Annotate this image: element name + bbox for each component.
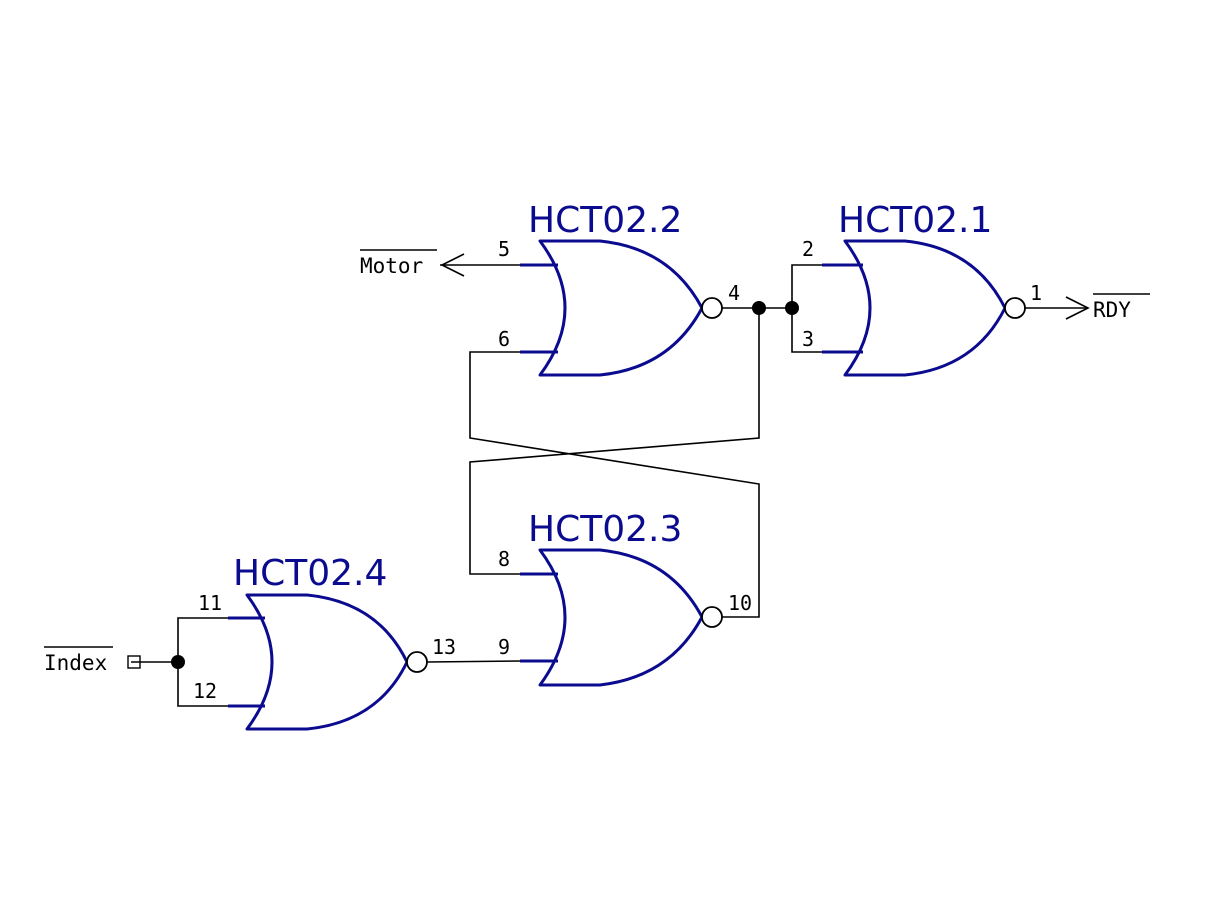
nor-gate-hct02-4: HCT02.4 11 12 13 (193, 553, 456, 731)
nor-gate-hct02-3: HCT02.3 8 9 10 (498, 509, 752, 687)
gate-label: HCT02.4 (233, 553, 387, 594)
net-label-index: Index (44, 651, 107, 675)
nor-gate-body (843, 239, 1007, 377)
feedback-net-4 (469, 264, 822, 575)
rdy-net: RDY (1025, 293, 1150, 322)
pin-number: 5 (498, 237, 510, 261)
junction-dot (752, 301, 766, 315)
wire (469, 308, 760, 575)
pin-number: 11 (198, 591, 222, 615)
pin-number: 4 (728, 281, 740, 305)
nor-gate-body (538, 548, 704, 687)
pin-number: 8 (498, 547, 510, 571)
wire (469, 351, 760, 618)
inversion-bubble (701, 297, 723, 319)
feedback-net-10 (469, 351, 760, 618)
motor-net: Motor (360, 249, 520, 278)
inversion-bubble (406, 651, 428, 673)
pin-number: 10 (728, 591, 752, 615)
junction-dot (171, 655, 185, 669)
nor-gate-hct02-2: HCT02.2 5 6 4 (498, 200, 740, 377)
nor-gate-hct02-1: HCT02.1 2 3 1 (802, 200, 1042, 377)
junction-dot (785, 301, 799, 315)
index-net: Index (44, 617, 228, 707)
net-label-motor: Motor (360, 254, 423, 278)
gate-label: HCT02.1 (838, 200, 992, 241)
inversion-bubble (701, 606, 723, 628)
pin-number: 6 (498, 327, 510, 351)
pin-number: 3 (802, 327, 814, 351)
net-label-rdy: RDY (1093, 298, 1131, 322)
wire (426, 660, 521, 663)
pin-number: 1 (1030, 281, 1042, 305)
pin-number: 13 (432, 635, 456, 659)
inversion-bubble (1004, 297, 1026, 319)
pin-number: 12 (193, 679, 217, 703)
signal-arrow-icon (440, 253, 465, 277)
nor-gate-body (538, 239, 704, 377)
pin-number: 2 (802, 237, 814, 261)
pin-number: 9 (498, 635, 510, 659)
gate-label: HCT02.2 (528, 200, 682, 241)
nor-gate-body (245, 593, 409, 731)
signal-arrow-icon (1065, 296, 1090, 320)
gate-label: HCT02.3 (528, 509, 682, 550)
